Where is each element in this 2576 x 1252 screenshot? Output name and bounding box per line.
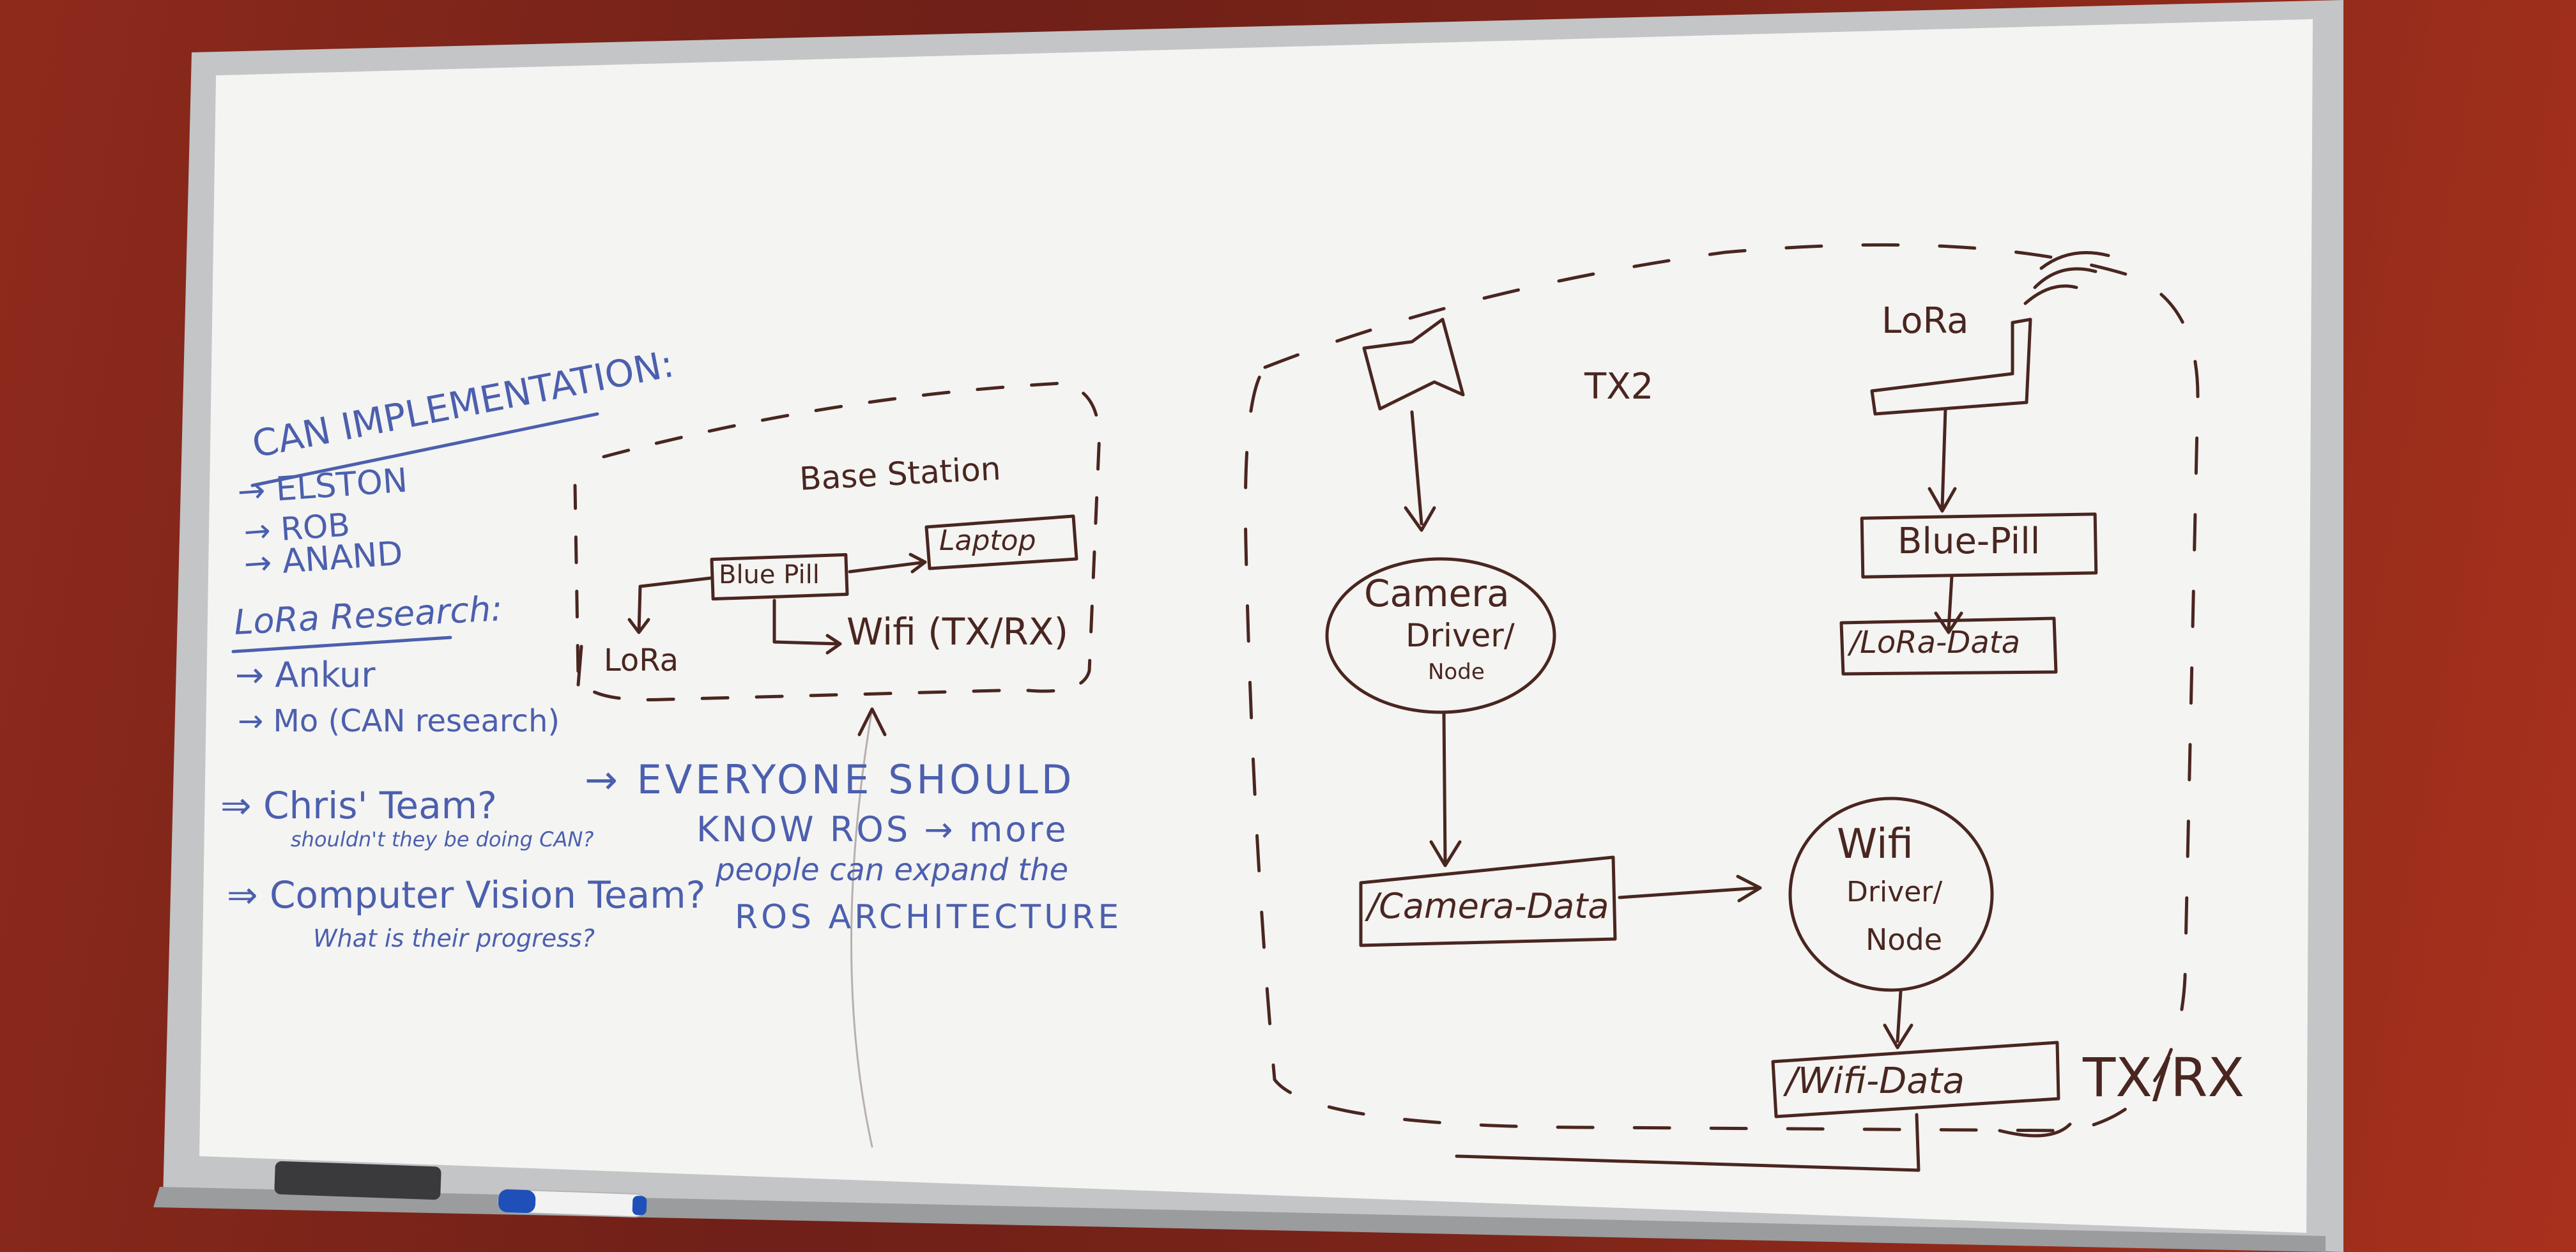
lora-data-box (1839, 616, 2058, 676)
lora-data-label: /LoRa-Data (1850, 625, 2020, 660)
wifi-node-line-2: Driver/ (1846, 876, 1943, 908)
camera-node-line-2: Driver/ (1406, 617, 1515, 654)
bs-blue-pill-label: Blue Pill (719, 560, 820, 590)
camera-icon (1362, 317, 1465, 411)
ros-note-line-1: → EVERYONE SHOULD (585, 756, 1075, 803)
wifi-node-circle (1788, 797, 1994, 992)
camera-node-line-1: Camera (1364, 572, 1510, 615)
lora-signal-waves (2023, 251, 2110, 305)
wifi-data-line (1455, 1113, 1920, 1172)
ros-note-line-4: ROS ARCHITECTURE (735, 898, 1123, 936)
marker-tray (153, 1187, 2326, 1252)
wifi-node-line-1: Wifi (1837, 821, 1913, 868)
camera-arrow (1404, 410, 1436, 532)
can-title-underline (250, 412, 599, 487)
eraser (274, 1161, 441, 1200)
wifi-node-line-3: Node (1866, 922, 1943, 957)
up-arrow-to-base-station (850, 708, 873, 1148)
wifi-data-box (1771, 1041, 2060, 1118)
txrx-label: TX/RX (2083, 1046, 2245, 1109)
computer-vision-note: ⇒ Computer Vision Team? (227, 873, 706, 917)
tx2-blue-pill-box (1860, 512, 2098, 579)
camera-node-arrow (1429, 710, 1462, 867)
bs-lora-label: LoRa (604, 643, 678, 678)
bs-arrow-to-lora (627, 576, 712, 634)
lora-arrow (1928, 407, 1957, 513)
bs-laptop-box (924, 514, 1078, 570)
bs-blue-pill-box (710, 553, 849, 601)
lora-antenna-icon (1870, 317, 2032, 416)
txrx-bracket (1998, 1122, 2072, 1138)
tx2-lora-label: LoRa (1882, 300, 1969, 342)
tx2-blue-pill-label: Blue-Pill (1897, 521, 2041, 562)
wifi-node-arrow (1883, 989, 1913, 1050)
whiteboard-surface (199, 19, 2313, 1233)
marker (498, 1189, 647, 1218)
camera-to-wifi-arrow (1618, 874, 1762, 903)
bs-lora-bracket (576, 645, 583, 687)
base-station-boundary (573, 381, 1101, 702)
bs-arrow-to-laptop (848, 553, 927, 574)
tx2-title: TX2 (1584, 366, 1654, 408)
bs-arrow-to-wifi (772, 599, 842, 655)
chris-team-subnote: shouldn't they be doing CAN? (291, 827, 594, 851)
ros-note-line-2: KNOW ROS → more (696, 809, 1069, 850)
wifi-data-label: /Wifi-Data (1786, 1060, 1965, 1102)
bs-laptop-label: Laptop (939, 524, 1036, 557)
up-arrowhead (857, 707, 887, 737)
camera-data-label: /Camera-Data (1367, 886, 1609, 926)
bs-wifi-label: Wifi (TX/RX) (847, 610, 1069, 653)
tx2-boundary (1243, 243, 2200, 1133)
camera-node-line-3: Node (1428, 659, 1485, 685)
lora-member-mo: → Mo (CAN research) (238, 703, 560, 739)
lora-title-underline (231, 636, 452, 653)
ros-note-line-3: people can expand the (716, 852, 1069, 888)
camera-node-circle (1325, 557, 1556, 714)
lora-member-ankur: → Ankur (235, 655, 376, 695)
chris-team-note: ⇒ Chris' Team? (220, 784, 497, 827)
camera-data-box (1359, 855, 1617, 947)
computer-vision-subnote: What is their progress? (313, 924, 595, 952)
